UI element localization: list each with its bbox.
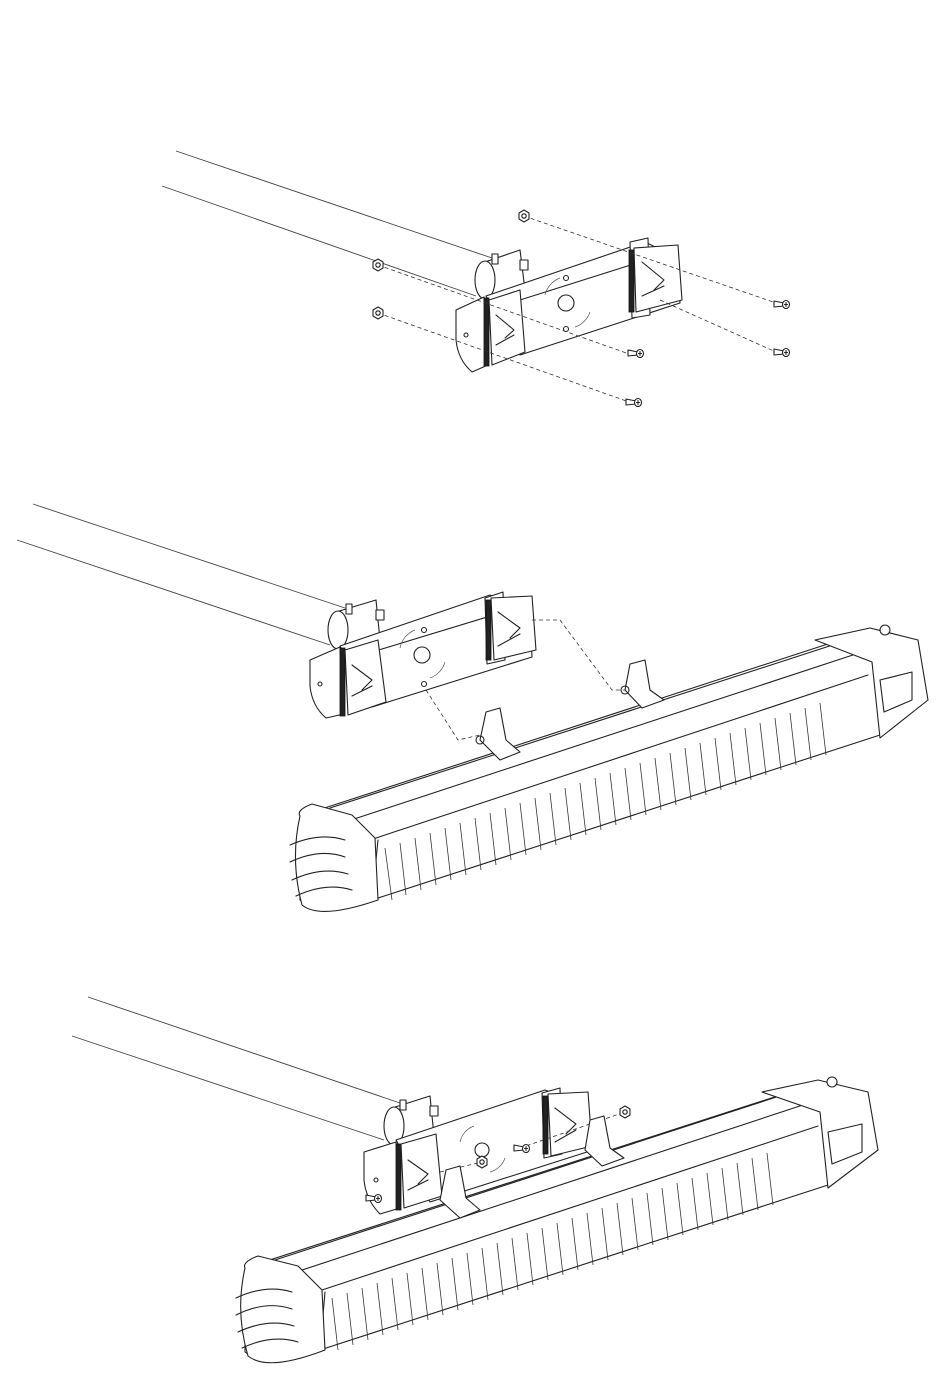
screw-icon bbox=[628, 350, 644, 358]
pole bbox=[162, 151, 492, 296]
nut-icon bbox=[373, 259, 383, 271]
step-1-bracket-exploded bbox=[162, 151, 790, 407]
pole bbox=[72, 997, 400, 1140]
screw-icon bbox=[774, 349, 790, 357]
heater-mount-tab-right bbox=[621, 660, 664, 708]
nut-icon bbox=[373, 307, 383, 319]
bracket-left bbox=[456, 290, 525, 372]
step-3-heater-attached bbox=[72, 997, 878, 1363]
nut-icon bbox=[620, 1106, 630, 1118]
step-2-bracket-and-heater bbox=[17, 504, 928, 911]
screw-icon bbox=[626, 399, 642, 407]
pole bbox=[17, 504, 345, 645]
heater-mount-tab-left bbox=[476, 708, 520, 760]
screw-icon bbox=[774, 301, 790, 309]
nut-icon bbox=[477, 1156, 487, 1168]
bracket-left bbox=[310, 640, 386, 718]
bracket-right bbox=[542, 1088, 592, 1158]
nut-icon bbox=[519, 210, 529, 222]
